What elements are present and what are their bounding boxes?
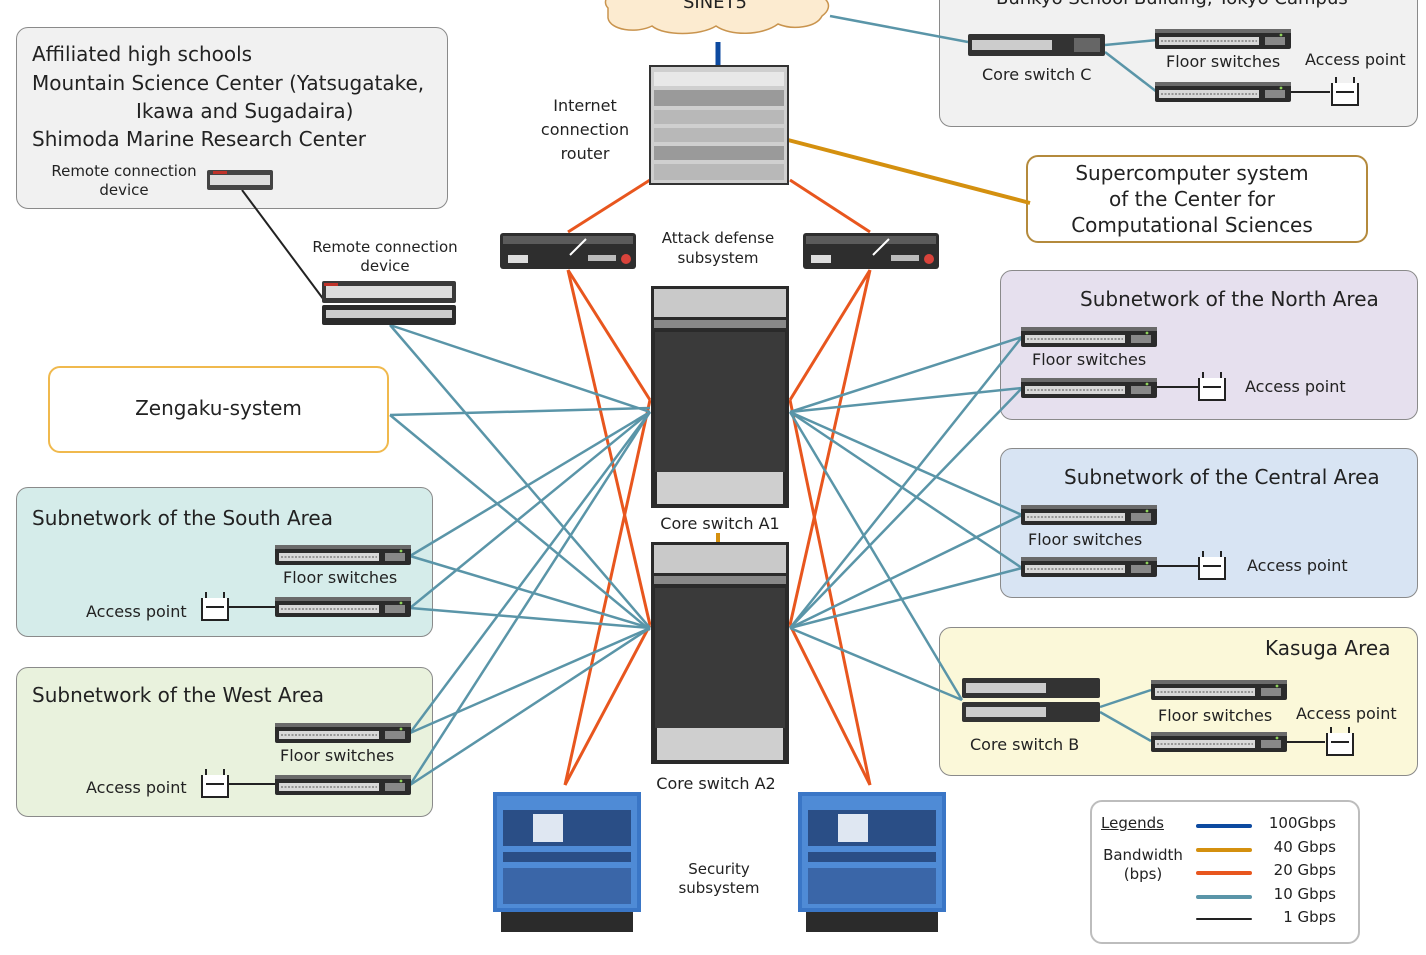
remote-device-label-1: Remote connection — [312, 238, 458, 256]
legend-swatch — [1196, 824, 1252, 828]
affiliated-line-4: Shimoda Marine Research Center — [32, 127, 366, 151]
central-floor-switch-icon — [1020, 504, 1158, 526]
south-floor-switch-icon — [274, 544, 412, 566]
router-label-3: router — [560, 144, 610, 163]
core-a2-label: Core switch A2 — [656, 774, 776, 793]
bunkyo-floor-switch-icon — [1154, 28, 1292, 50]
north-floor-label: Floor switches — [1032, 350, 1147, 369]
south-floor-label: Floor switches — [283, 568, 398, 587]
legend-title: Legends — [1101, 814, 1164, 832]
bunkyo-ap-label: Access point — [1305, 50, 1406, 69]
router-label-1: Internet — [553, 96, 617, 115]
north-access-point-icon — [1198, 371, 1226, 401]
security-device-icon — [798, 792, 946, 932]
supercomputer-line-3: Computational Sciences — [1071, 213, 1313, 237]
legend-swatch — [1196, 871, 1252, 875]
supercomputer-line-2: of the Center for — [1109, 187, 1275, 211]
legend-label: 20 Gbps — [1273, 861, 1336, 879]
supercomputer-box — [1026, 155, 1368, 243]
security-label-2: subsystem — [678, 879, 760, 897]
south-floor-switch-icon — [274, 596, 412, 618]
west-floor-switch-icon — [274, 774, 412, 796]
remote-device-label-2: device — [360, 257, 410, 275]
affiliated-device-label-1: Remote connection — [51, 162, 197, 180]
central-ap-label: Access point — [1247, 556, 1348, 575]
legend-label: 10 Gbps — [1273, 884, 1336, 903]
kasuga-access-point-icon — [1326, 726, 1354, 756]
core-switch-b-icon — [962, 678, 1100, 722]
bunkyo-floor-label: Floor switches — [1166, 52, 1281, 71]
central-floor-switch-icon — [1020, 556, 1158, 578]
core-switch-a2-icon — [651, 542, 789, 764]
attack-defense-label-2: subsystem — [677, 249, 759, 267]
attack-defense-label-1: Attack defense — [661, 229, 775, 247]
bunkyo-title: Bunkyo School Building, Tokyo Campus — [996, 0, 1348, 9]
west-ap-label: Access point — [86, 778, 187, 797]
affiliated-line-3: Ikawa and Sugadaira) — [136, 99, 354, 123]
kasuga-floor-switch-icon — [1150, 679, 1288, 701]
security-device-icon — [493, 792, 641, 932]
west-access-point-icon — [201, 768, 229, 798]
remote-connection-device-icon — [207, 170, 273, 190]
security-label-1: Security — [688, 860, 750, 878]
zengaku-box — [48, 366, 389, 453]
supercomputer-line-1: Supercomputer system — [1075, 161, 1309, 185]
west-floor-switch-icon — [274, 722, 412, 744]
kasuga-ap-label: Access point — [1296, 704, 1397, 723]
internet-router-icon — [649, 65, 789, 185]
west-title: Subnetwork of the West Area — [32, 683, 325, 707]
legend-label: 1 Gbps — [1283, 908, 1336, 926]
legend-sub-1: Bandwidth — [1103, 846, 1183, 864]
bunkyo-floor-switch-icon — [1154, 81, 1292, 103]
north-ap-label: Access point — [1245, 377, 1346, 396]
attack-defense-device-icon — [499, 232, 637, 270]
affiliated-line-1: Affiliated high schools — [32, 42, 253, 66]
core-a1-label: Core switch A1 — [640, 514, 800, 533]
west-floor-label: Floor switches — [280, 746, 395, 765]
south-ap-label: Access point — [86, 602, 187, 621]
central-floor-label: Floor switches — [1028, 530, 1143, 549]
south-title: Subnetwork of the South Area — [32, 506, 333, 530]
router-label-2: connection — [540, 120, 630, 139]
affiliated-device-label-2: device — [99, 181, 149, 199]
legend-swatch — [1196, 847, 1252, 852]
kasuga-floor-label: Floor switches — [1158, 706, 1273, 725]
kasuga-floor-switch-icon — [1150, 731, 1288, 753]
sinet-label: SINET5 — [682, 0, 748, 13]
kasuga-core-label: Core switch B — [970, 735, 1080, 754]
attack-defense-device-icon — [802, 232, 940, 270]
north-title: Subnetwork of the North Area — [1080, 287, 1379, 311]
legend-sub-2: (bps) — [1123, 865, 1163, 883]
remote-connection-switch-icon — [322, 281, 456, 325]
legend-swatch — [1196, 894, 1252, 899]
north-floor-switch-icon — [1020, 326, 1158, 348]
legend-label: 40 Gbps — [1273, 837, 1336, 856]
south-access-point-icon — [201, 591, 229, 621]
core-switch-c-icon — [968, 34, 1105, 56]
kasuga-title: Kasuga Area — [1265, 636, 1391, 660]
bunkyo-core-label: Core switch C — [982, 65, 1092, 84]
north-floor-switch-icon — [1020, 377, 1158, 399]
central-title: Subnetwork of the Central Area — [1064, 465, 1380, 489]
legend-swatch — [1196, 918, 1252, 920]
sinet-cloud-icon — [604, 0, 830, 35]
bunkyo-access-point-icon — [1331, 76, 1359, 106]
core-switch-a1-icon — [651, 286, 789, 508]
central-access-point-icon — [1198, 550, 1226, 580]
zengaku-label: Zengaku-system — [135, 396, 302, 420]
affiliated-line-2: Mountain Science Center (Yatsugatake, — [32, 71, 425, 95]
legend-label: 100Gbps — [1268, 814, 1336, 832]
